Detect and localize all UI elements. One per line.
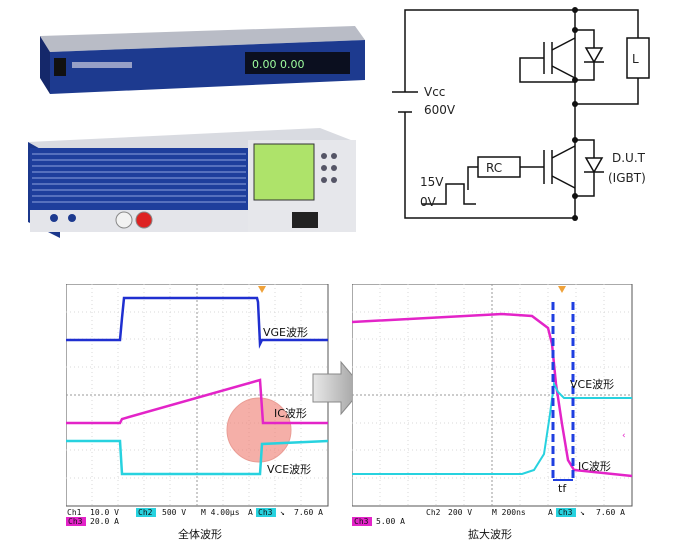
status-bar: Ch2 200 V M 200ns A Ch3 ↘ 7.60 A Ch3 5.0… xyxy=(352,508,625,526)
vcc-label: Vcc xyxy=(424,85,445,99)
svg-text:20.0 A: 20.0 A xyxy=(90,517,119,526)
svg-text:0.00 0.00: 0.00 0.00 xyxy=(252,58,304,71)
tf-label: tf xyxy=(558,482,567,495)
turnoff-highlight xyxy=(226,397,292,463)
svg-text:10.0 V: 10.0 V xyxy=(90,508,119,517)
vce-trace xyxy=(352,380,632,475)
svg-text:Ch3: Ch3 xyxy=(258,508,273,517)
svg-text:Ch1: Ch1 xyxy=(67,508,82,517)
svg-text:M 4.00µs: M 4.00µs xyxy=(201,508,240,517)
status-bar: Ch1 10.0 V Ch2 500 V M 4.00µs A Ch3 ↘ 7.… xyxy=(66,508,323,526)
scope-overall-waveform: VGE波形 IC波形 VCE波形 Ch1 10.0 V Ch2 500 V M … xyxy=(66,284,329,526)
box-power-supply xyxy=(28,128,356,238)
pulse-high-label: 15V xyxy=(420,175,444,189)
dut-label: D.U.T xyxy=(612,151,646,165)
power-supply-photos: 0.00 0.00 xyxy=(28,26,365,238)
rack-power-supply: 0.00 0.00 xyxy=(40,26,365,94)
vcc-value: 600V xyxy=(424,103,456,117)
svg-text:Ch3: Ch3 xyxy=(68,517,83,526)
pulse-low-label: 0V xyxy=(420,195,437,209)
svg-text:500 V: 500 V xyxy=(162,508,186,517)
svg-text:Ch2: Ch2 xyxy=(426,508,441,517)
trigger-marker-icon xyxy=(258,286,266,293)
svg-text:M 200ns: M 200ns xyxy=(492,508,526,517)
circuit-diagram: Vcc 600V L RC D.U.T (IGBT) 15V 0V xyxy=(392,7,650,221)
svg-text:Ch3: Ch3 xyxy=(354,517,369,526)
trigger-marker-icon xyxy=(558,286,566,293)
ic-trace xyxy=(66,378,328,425)
svg-text:↘: ↘ xyxy=(580,508,585,517)
ic-label: IC波形 xyxy=(578,460,611,473)
ic-label: IC波形 xyxy=(274,407,307,420)
vge-trace xyxy=(66,296,328,349)
svg-text:Ch2: Ch2 xyxy=(138,508,153,517)
vce-label: VCE波形 xyxy=(267,463,311,476)
svg-text:7.60 A: 7.60 A xyxy=(596,508,625,517)
power-switch-icon xyxy=(54,58,66,76)
scope-zoom-waveform: tf VCE波形 IC波形 ‹ Ch2 200 V M 200ns A Ch3 … xyxy=(352,284,633,526)
caption-zoom: 拡大波形 xyxy=(468,528,512,541)
inductor-label: L xyxy=(632,52,639,66)
svg-text:7.60 A: 7.60 A xyxy=(294,508,323,517)
ch3-level-marker-icon: ‹ xyxy=(622,431,626,441)
svg-text:Ch3: Ch3 xyxy=(558,508,573,517)
lcd-display xyxy=(253,143,315,201)
svg-text:A: A xyxy=(248,508,253,517)
vce-trace xyxy=(66,439,329,476)
svg-text:↘: ↘ xyxy=(280,508,285,517)
output-terminal-icon xyxy=(135,211,153,229)
power-switch-icon xyxy=(292,212,318,228)
output-terminal-icon xyxy=(115,211,133,229)
dut-type: (IGBT) xyxy=(608,171,646,185)
svg-text:5.00 A: 5.00 A xyxy=(376,517,405,526)
svg-text:A: A xyxy=(548,508,553,517)
vge-label: VGE波形 xyxy=(263,326,308,339)
rc-label: RC xyxy=(486,161,502,175)
svg-text:200 V: 200 V xyxy=(448,508,472,517)
vce-label: VCE波形 xyxy=(570,378,614,391)
caption-overall: 全体波形 xyxy=(178,528,222,541)
